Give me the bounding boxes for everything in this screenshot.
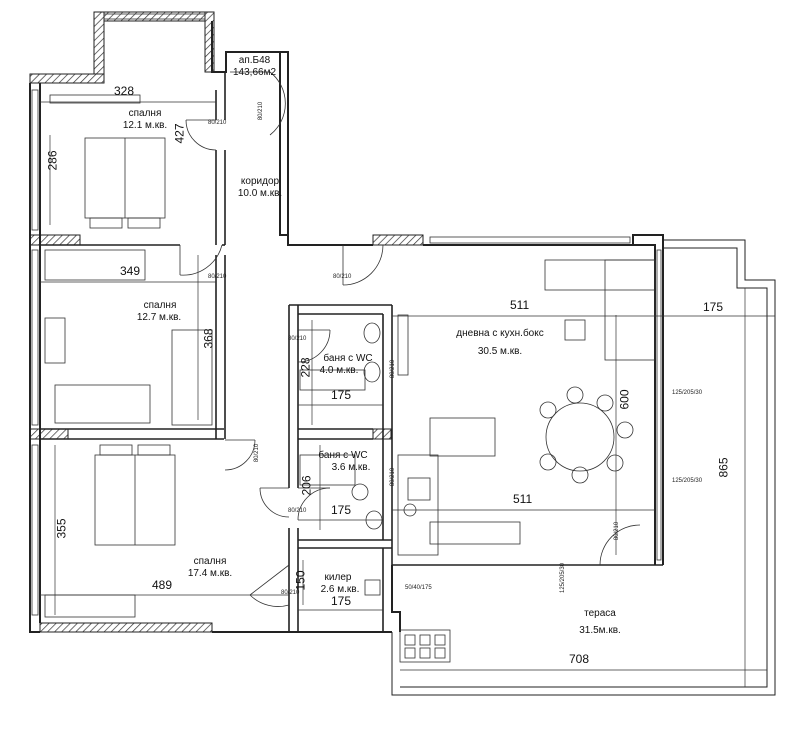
door-tag: 80/210 (258, 101, 265, 121)
dimension-206: 206 (299, 475, 314, 496)
dimension-175-bath2: 175 (331, 503, 352, 517)
room-name-bedroom3: спалня (193, 556, 227, 567)
doors (179, 71, 641, 607)
terrace-outline (391, 239, 776, 696)
room-name-corridor: коридор (240, 176, 280, 187)
room-area-bathroom1: 4.0 м.кв. (319, 365, 359, 376)
door-tag: 80/210 (390, 359, 397, 379)
room-area-terrace: 31.5м.кв. (579, 625, 621, 636)
dimension-150: 150 (293, 570, 308, 591)
structural-walls (29, 11, 424, 633)
dimension-328: 328 (114, 84, 135, 98)
room-name-living: дневна с кухн.бокс (456, 328, 544, 339)
apartment-area: 143,66м2 (232, 67, 277, 78)
room-name-bedroom2: спалня (143, 300, 177, 311)
apartment-name: ап.Б48 (238, 55, 271, 66)
dimension-600: 600 (617, 389, 632, 410)
dimension-865: 865 (716, 457, 731, 478)
outer-walls (29, 21, 664, 633)
door-tag: 80/210 (281, 590, 300, 596)
dimension-175-terrace: 175 (703, 300, 724, 314)
dimension-228: 228 (298, 357, 313, 378)
door-tag: 80/210 (390, 467, 397, 487)
room-area-corridor: 10.0 м.кв. (237, 188, 283, 199)
room-area-living: 30.5 м.кв. (477, 346, 523, 357)
living-furniture (397, 259, 656, 556)
room-name-bedroom1: спалня (128, 108, 162, 119)
door-tag: 80/210 (208, 120, 227, 126)
window-tag: 125/205/30 (672, 478, 703, 484)
terrace-planter (399, 629, 451, 663)
dimension-511-kitchen: 511 (513, 492, 533, 506)
dimension-175-bath1: 175 (331, 388, 352, 402)
room-name-bathroom1: баня с WC (323, 353, 373, 364)
dimension-708: 708 (569, 652, 590, 666)
door-tag: 80/210 (254, 443, 261, 463)
dimension-355: 355 (54, 518, 69, 539)
dimension-286: 286 (45, 150, 60, 171)
bed-bedroom1 (49, 94, 166, 229)
dimension-511-living: 511 (510, 298, 530, 312)
room-name-bathroom2: баня с WC (318, 450, 368, 461)
room-area-bathroom2: 3.6 м.кв. (331, 462, 371, 473)
dimension-349: 349 (120, 264, 141, 278)
bed-bedroom2 (44, 249, 213, 426)
windows (31, 13, 662, 616)
room-name-storage: килер (324, 572, 352, 583)
window-tag: 50/40/175 (405, 585, 432, 591)
dimension-489: 489 (152, 578, 173, 592)
window-tag: 125/205/30 (672, 390, 703, 396)
room-name-terrace: тераса (584, 608, 616, 619)
dimension-427: 427 (172, 123, 187, 144)
dimension-175-storage: 175 (331, 594, 352, 608)
room-area-bedroom2: 12.7 м.кв. (136, 312, 182, 323)
room-area-bedroom1: 12.1 м.кв. (122, 120, 168, 131)
room-area-bedroom3: 17.4 м.кв. (187, 568, 233, 579)
door-tag: 80/210 (288, 336, 307, 342)
door-tag: 80/210 (288, 508, 307, 514)
room-area-storage: 2.6 м.кв. (320, 584, 360, 595)
window-tag: 125/205/30 (560, 562, 567, 594)
door-tag: 80/210 (333, 274, 352, 280)
dimension-lines (40, 101, 775, 687)
door-tag: 80/210 (614, 521, 621, 541)
dimension-368: 368 (201, 328, 216, 349)
interior-walls (40, 72, 663, 632)
door-tag: 80/210 (208, 274, 227, 280)
